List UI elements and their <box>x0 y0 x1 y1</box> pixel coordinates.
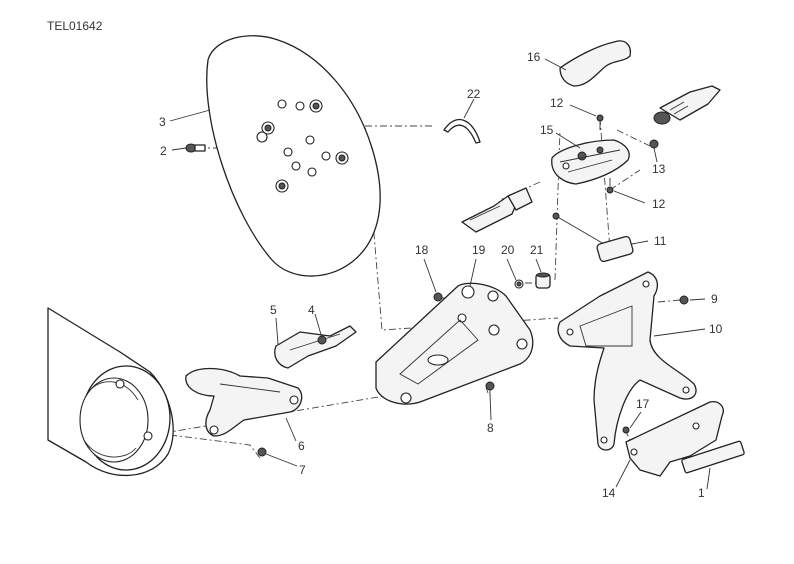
screw-part-12-top <box>596 114 604 130</box>
screw-part-12-bottom <box>606 178 614 194</box>
callout-12-top: 12 <box>550 96 564 110</box>
callout-22: 22 <box>467 87 481 101</box>
callout-12-bottom: 12 <box>652 197 666 211</box>
screw-part-8 <box>485 381 495 396</box>
callout-8: 8 <box>487 421 494 435</box>
callout-16: 16 <box>527 50 541 64</box>
nut-part-18 <box>433 292 443 302</box>
callout-19: 19 <box>472 243 486 257</box>
callout-9: 9 <box>711 292 718 306</box>
callout-18: 18 <box>415 243 429 257</box>
right-turn-indicator <box>653 85 721 125</box>
callout-3: 3 <box>159 115 166 129</box>
cover-part-16 <box>559 40 632 87</box>
bracket-part-15 <box>551 139 630 185</box>
reflector-part-1 <box>681 440 745 474</box>
callout-17: 17 <box>636 397 650 411</box>
screw-part-7 <box>257 447 267 457</box>
leader-lines <box>169 58 711 490</box>
callout-10: 10 <box>709 322 723 336</box>
screw-part-9 <box>679 295 689 305</box>
callout-2: 2 <box>160 144 167 158</box>
screw-part-4 <box>317 335 327 345</box>
clip-part-22 <box>443 119 481 144</box>
callout-4: 4 <box>308 303 315 317</box>
plate-holder-part-10 <box>557 271 697 451</box>
callout-14: 14 <box>602 486 616 500</box>
bracket-part-5 <box>274 325 357 369</box>
seat-cover-panel <box>206 35 381 277</box>
screw-part-17 <box>622 426 630 434</box>
screw-part-2 <box>185 143 206 153</box>
callout-21: 21 <box>530 243 544 257</box>
plate-bracket-part-14 <box>625 401 724 477</box>
support-part-6 <box>185 367 303 437</box>
bushing-part-21 <box>535 272 551 289</box>
left-turn-indicator <box>461 187 533 233</box>
callout-13: 13 <box>652 162 666 176</box>
frame-section <box>47 307 174 477</box>
callout-labels: 1 2 3 4 5 6 7 8 9 10 11 12 12 13 14 15 1… <box>159 50 723 500</box>
callout-11: 11 <box>654 234 667 248</box>
callout-5: 5 <box>270 303 277 317</box>
callout-7: 7 <box>299 463 306 477</box>
nut-part-13 <box>649 139 659 149</box>
main-bracket-part-19 <box>375 282 534 405</box>
callout-15: 15 <box>540 123 554 137</box>
callout-20: 20 <box>501 243 515 257</box>
callout-6: 6 <box>298 439 305 453</box>
drawing-code: TEL01642 <box>47 19 103 33</box>
plate-light-part-11 <box>552 212 634 263</box>
spacer-part-20 <box>514 279 524 289</box>
callout-1: 1 <box>698 486 705 500</box>
